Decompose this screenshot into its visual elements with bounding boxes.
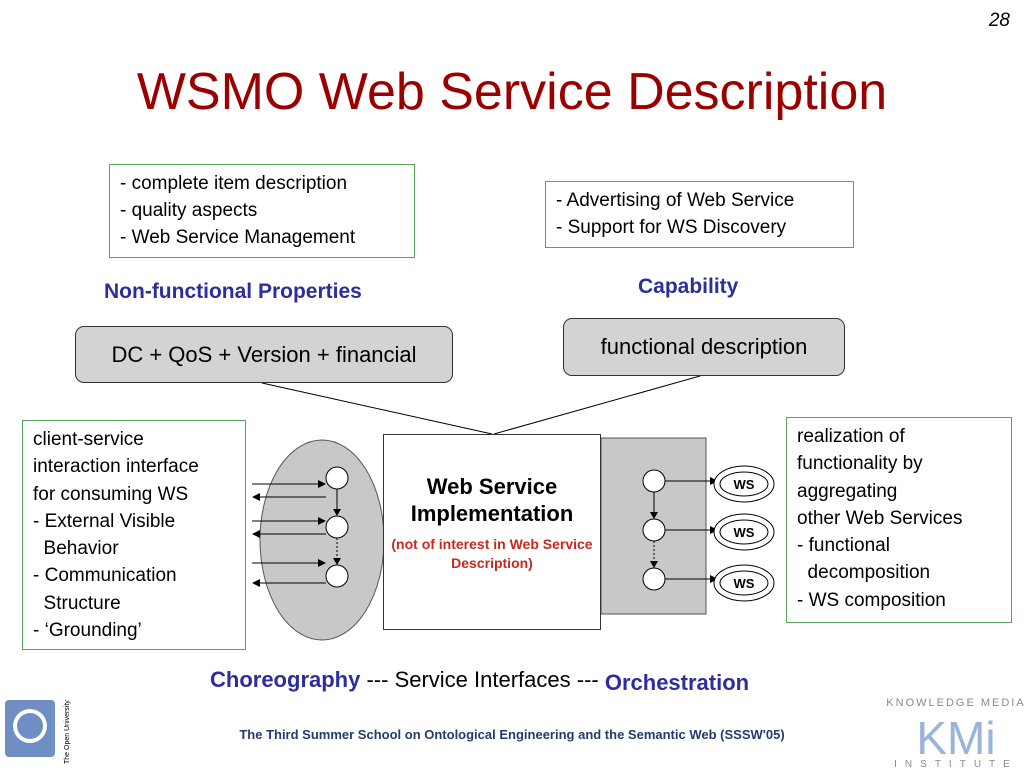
orchestration-node [642,518,666,542]
choreography-label: Choreography [210,667,361,692]
open-university-text: The Open University [64,700,71,764]
capability-connector [493,375,701,435]
ws-node: WS [713,564,775,602]
kmi-top-text: KNOWLEDGE MEDIA [886,697,1024,709]
service-interfaces-text: --- Service Interfaces --- [360,667,605,692]
capability-box-text: functional description [600,334,808,359]
kmi-mark: KMi [916,712,995,764]
choreography-note: client-service interaction interface for… [22,420,246,650]
capability-box: functional description [563,318,845,376]
nonfunctional-label: Non-functional Properties [104,280,362,303]
footer: The Third Summer School on Ontological E… [239,727,785,742]
capability-note: - Advertising of Web Service - Support f… [545,181,854,248]
arrowhead [252,530,260,538]
arrowhead [650,561,658,568]
slide-title: WSMO Web Service Description [136,63,888,121]
arrowhead [318,480,326,488]
implementation-title: Web Service Implementation [410,474,574,526]
arrowhead [252,493,260,501]
arrowhead [252,579,260,587]
capability-label: Capability [638,275,739,298]
arrowhead [318,559,326,567]
ws-label: WS [734,477,755,492]
arrowhead [318,517,326,525]
orchestration-note: realization of functionality by aggregat… [786,417,1012,623]
arrowhead [650,512,658,519]
nonfunctional-note: - complete item description - quality as… [109,164,415,258]
choreography-node [325,466,349,490]
slide-number: 28 [988,10,1010,31]
kmi-logo: KNOWLEDGE MEDIA KMi INSTITUTE [886,697,1024,768]
ws-label: WS [734,525,755,540]
implementation-subtitle: (not of interest in Web Service Descript… [391,536,593,571]
choreography-node [325,515,349,539]
service-interfaces-line: Choreography --- Service Interfaces --- … [210,667,750,695]
choreography-node [325,564,349,588]
orchestration-node [642,469,666,493]
arrowhead [333,558,341,565]
ws-label: WS [734,576,755,591]
open-university-logo: The Open University [5,700,71,764]
choreography-ellipse [259,439,385,641]
orchestration-node [642,567,666,591]
orchestration-label: Orchestration [604,670,750,695]
arrowhead [333,509,341,516]
kmi-bottom-text: INSTITUTE [894,759,1018,768]
nonfunctional-connector [261,382,493,435]
web-service-implementation: Web Service Implementation (not of inter… [383,434,601,630]
nonfunctional-box-text: DC + QoS + Version + financial [111,341,417,367]
nonfunctional-box: DC + QoS + Version + financial [75,326,453,383]
ws-node: WS [713,465,775,503]
arrowhead [710,575,718,583]
ws-node: WS [713,513,775,551]
